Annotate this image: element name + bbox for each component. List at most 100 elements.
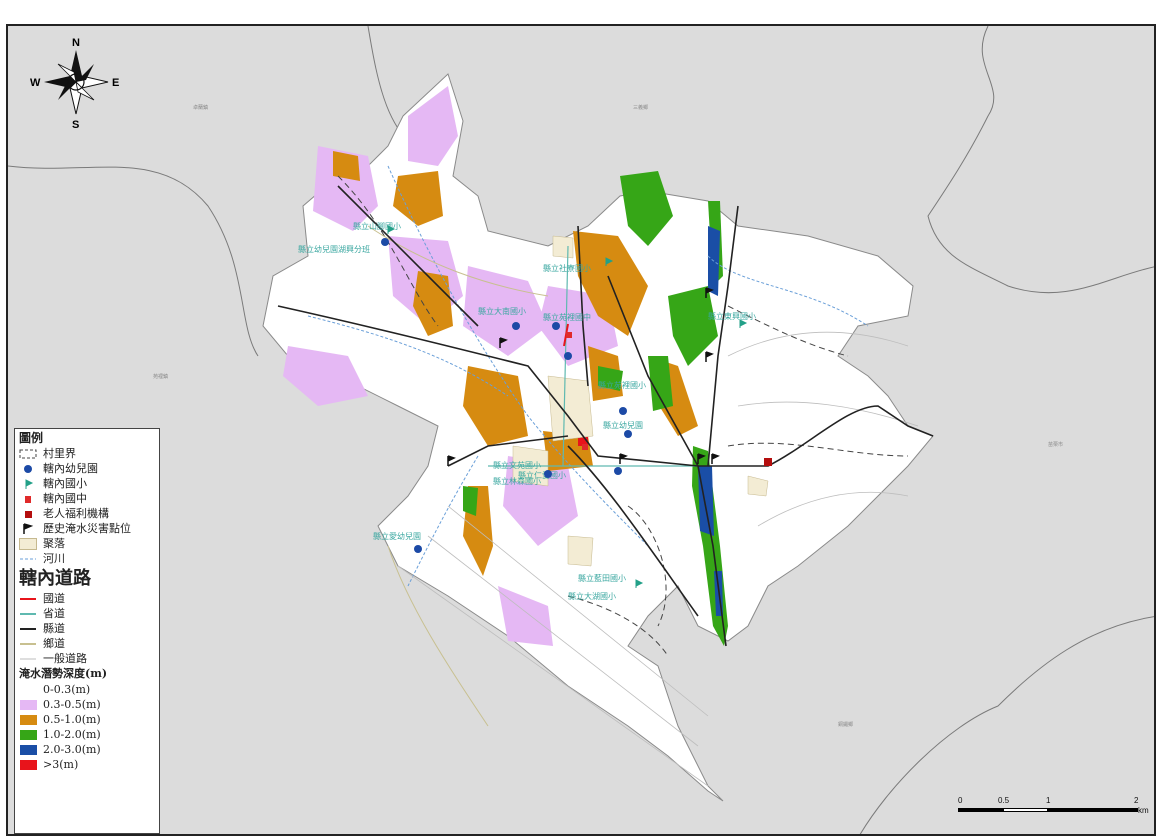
legend-label: 鄉道 [43,637,65,650]
flood-zone-moderate [463,366,528,446]
village-boundary [627,505,667,627]
legend-label: 0-0.3(m) [43,683,91,696]
school-label: 縣立仁愛國小 [518,470,566,480]
legend-depth: 0.3-0.5(m) [19,697,155,712]
flood-zone-moderate [333,151,360,181]
kindergarten-icon[interactable] [624,430,632,438]
map-legend: 圖例 村里界 轄內幼兒園 轄內國小 轄內國中 老人福利機構 歷史淹水災害點位 聚… [14,428,160,834]
neighbour-border-east [927,26,1154,294]
kindergarten-icon [19,463,37,475]
flood-zone-deep [668,286,718,366]
elementary-school-icon[interactable] [605,257,614,266]
junior-high-school-icon[interactable] [582,444,588,450]
legend-label: 省道 [43,607,65,620]
township-road [367,225,549,297]
legend-road: 鄉道 [19,636,155,651]
legend-label: 轄內幼兒園 [43,462,98,475]
scale-tick-label: 2 [1134,796,1139,805]
flood-zones [283,86,728,646]
general-road [397,565,709,787]
river-icon [19,553,37,565]
kindergarten-icon[interactable] [381,238,389,246]
township-road [387,545,489,727]
kindergarten-icon[interactable] [614,467,622,475]
national-road-swatch [19,593,37,605]
legend-depth: 0.5-1.0(m) [19,712,155,727]
kindergarten-icon[interactable] [564,352,572,360]
legend-item: 河川 [19,551,155,566]
settlement [567,535,594,567]
township-road-swatch [19,638,37,650]
legend-depth: >3(m) [19,757,155,772]
flood-zone-moderate [413,271,453,336]
compass-nw-point [57,63,77,84]
depth-swatch [19,684,37,696]
flood-flag-icon[interactable] [705,351,714,362]
settlement [547,375,594,442]
flood-flag-icon[interactable] [711,453,720,464]
compass-rose: N S E W [30,37,119,131]
legend-item: 轄內國小 [19,476,155,491]
elderly-welfare-icon[interactable] [764,458,772,466]
county-road [277,305,934,467]
county-road [577,225,589,387]
elementary-school-icon[interactable] [739,319,748,328]
settlement [747,475,769,497]
depth-swatch [19,714,37,726]
rivers [307,165,869,587]
scale-bar: 0 0.5 1 2 km [958,784,1149,824]
kindergarten-icon[interactable] [544,470,552,478]
junior-high-markers [566,332,588,450]
kindergarten-icon[interactable] [619,407,627,415]
legend-label: 1.0-2.0(m) [43,728,101,741]
junior-high-school-icon[interactable] [566,332,572,338]
general-road [427,535,699,747]
legend-item: 歷史淹水災害點位 [19,521,155,536]
flood-flag-icon[interactable] [697,453,706,464]
county-road [607,275,727,647]
village-boundary-icon [19,448,37,460]
flood-flag-icon[interactable] [499,337,508,348]
school-label: 縣立大湖國小 [568,591,616,601]
county-road-swatch [19,623,37,635]
flood-history-markers [447,287,720,466]
flood-zone-deep [598,366,623,391]
legend-road: 縣道 [19,621,155,636]
flood-flag-icon[interactable] [447,455,456,466]
title-band [0,0,1160,24]
elderly-welfare-icon [19,508,37,520]
scale-segment [1048,808,1138,812]
place-label: 三義鄉 [633,104,648,111]
depth-swatch [19,744,37,756]
legend-label: 縣道 [43,622,65,635]
county-road [447,435,569,467]
provincial-road-swatch [19,608,37,620]
compass-s-label: S [72,119,79,131]
village-boundary [727,305,849,357]
school-label: 縣立苑裡國中 [543,312,591,322]
flood-flag-icon[interactable] [705,287,714,298]
kindergarten-icon[interactable] [512,322,520,330]
kindergarten-icon[interactable] [552,322,560,330]
kindergarten-markers [381,238,632,553]
legend-label: 村里界 [43,447,76,460]
river [407,455,479,587]
legend-label: >3(m) [43,758,79,771]
village-boundary [727,442,909,457]
legend-item: 聚落 [19,536,155,551]
legend-road: 一般道路 [19,651,155,666]
roads-title: 轄內道路 [19,568,91,589]
place-label: 苗栗市 [1048,441,1063,448]
legend-label: 歷史淹水災害點位 [43,522,131,535]
kindergarten-icon[interactable] [414,545,422,553]
flood-flag-icon[interactable] [619,453,628,464]
depth-title: 淹水潛勢深度(m) [19,667,108,680]
river [707,255,869,327]
county-road [567,445,699,617]
legend-label: 老人福利機構 [43,507,109,520]
elementary-school-icon[interactable] [635,579,644,588]
elementary-school-icon[interactable] [387,225,396,234]
place-label: 卓蘭鎮 [193,104,208,111]
school-label: 縣立苑裡國小 [598,380,646,390]
